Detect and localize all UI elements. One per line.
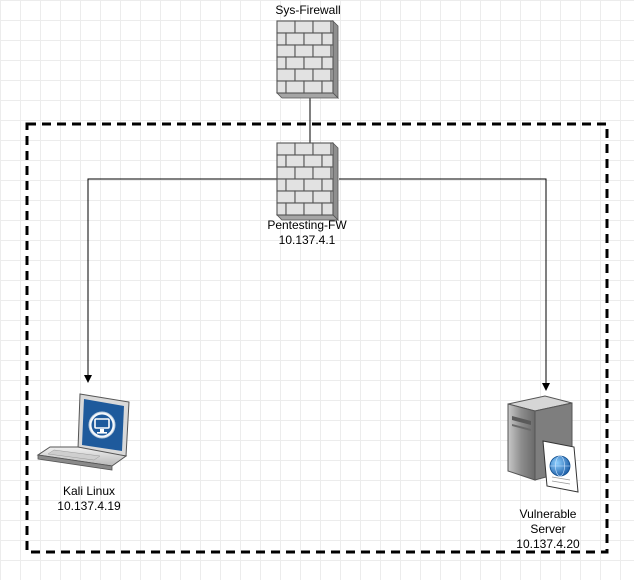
vulnerable-server-ip: 10.137.4.20 bbox=[516, 537, 580, 551]
sys-firewall-label: Sys-Firewall bbox=[260, 3, 356, 17]
brick-firewall-icon bbox=[276, 142, 339, 221]
edge-fw-to-server[interactable] bbox=[339, 178, 550, 391]
kali-linux-node[interactable] bbox=[36, 393, 130, 471]
pentesting-fw-node[interactable] bbox=[276, 142, 339, 221]
brick-firewall-icon bbox=[276, 20, 339, 99]
kali-linux-name: Kali Linux bbox=[62, 484, 116, 498]
vulnerable-server-name-line1: Vulnerable bbox=[519, 507, 577, 521]
sys-firewall-name: Sys-Firewall bbox=[275, 3, 341, 17]
vulnerable-server-name-line2: Server bbox=[530, 522, 566, 536]
kali-linux-ip: 10.137.4.19 bbox=[57, 499, 121, 513]
network-boundary bbox=[25, 122, 609, 554]
vulnerable-server-label: Vulnerable Server 10.137.4.20 bbox=[503, 507, 593, 551]
pentesting-fw-name: Pentesting-FW bbox=[267, 218, 347, 232]
sys-firewall-node[interactable] bbox=[276, 20, 339, 99]
pentesting-fw-ip: 10.137.4.1 bbox=[278, 233, 336, 247]
web-server-icon bbox=[507, 395, 579, 493]
edge-fw-to-kali[interactable] bbox=[84, 178, 277, 383]
kali-linux-label: Kali Linux 10.137.4.19 bbox=[44, 484, 134, 513]
laptop-icon bbox=[36, 393, 130, 471]
connections bbox=[84, 89, 550, 391]
pentesting-fw-label: Pentesting-FW 10.137.4.1 bbox=[252, 218, 362, 247]
vulnerable-server-node[interactable] bbox=[507, 395, 579, 493]
